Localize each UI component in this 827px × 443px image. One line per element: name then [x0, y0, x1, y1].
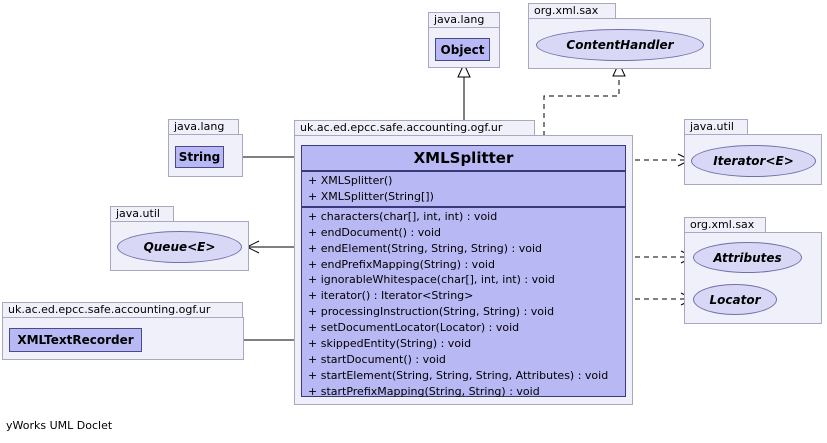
method-row: + processingInstruction(String, String) …	[308, 305, 555, 319]
package-label: org.xml.sax	[690, 218, 755, 231]
package-tab-recorder: uk.ac.ed.epcc.safe.accounting.ogf.ur	[2, 302, 243, 318]
method-row: + endDocument() : void	[308, 225, 441, 239]
package-tab-java-lang-top: java.lang	[428, 12, 500, 28]
package-label: java.lang	[434, 13, 485, 26]
class-name: String	[178, 150, 221, 164]
package-tab-java-util-left: java.util	[110, 206, 174, 222]
package-label: java.util	[690, 120, 734, 133]
constructors-compartment: + XMLSplitter() + XMLSplitter(String[])	[302, 172, 625, 208]
interface-contenthandler[interactable]: ContentHandler	[536, 29, 704, 61]
method-row: + ignorableWhitespace(char[], int, int) …	[308, 273, 555, 287]
methods-compartment: + characters(char[], int, int) : void + …	[302, 208, 625, 400]
constructor-row: + XMLSplitter()	[308, 174, 393, 187]
package-tab-java-lang-left: java.lang	[168, 119, 239, 135]
package-tab-org-xml-sax-right: org.xml.sax	[684, 217, 766, 233]
package-tab-main: uk.ac.ed.epcc.safe.accounting.ogf.ur	[294, 120, 535, 136]
package-label: uk.ac.ed.epcc.safe.accounting.ogf.ur	[8, 303, 211, 316]
interface-attributes[interactable]: Attributes	[693, 242, 802, 273]
interface-queue[interactable]: Queue<E>	[117, 231, 242, 263]
package-label: java.lang	[174, 120, 225, 133]
package-label: java.util	[116, 207, 160, 220]
method-row: + startPrefixMapping(String, String) : v…	[308, 384, 540, 398]
method-row: + startElement(String, String, String, A…	[308, 368, 609, 382]
class-xmlsplitter[interactable]: XMLSplitter + XMLSplitter() + XMLSplitte…	[301, 145, 626, 400]
package-label: uk.ac.ed.epcc.safe.accounting.ogf.ur	[300, 121, 503, 134]
package-tab-java-util-right: java.util	[684, 119, 748, 135]
package-label: org.xml.sax	[534, 4, 599, 17]
class-xmltextrecorder[interactable]: XMLTextRecorder	[9, 328, 142, 352]
class-object[interactable]: Object	[435, 38, 490, 61]
method-row: + skippedEntity(String) : void	[308, 337, 472, 351]
class-name: Object	[440, 42, 485, 57]
method-row: + characters(char[], int, int) : void	[308, 209, 498, 223]
interface-name: Attributes	[713, 250, 782, 265]
interface-name: ContentHandler	[566, 38, 674, 52]
interface-iterator[interactable]: Iterator<E>	[691, 145, 816, 177]
class-title: XMLSplitter	[302, 146, 625, 172]
class-string[interactable]: String	[175, 146, 224, 168]
method-row: + endPrefixMapping(String) : void	[308, 257, 495, 271]
interface-name: Locator	[709, 292, 761, 307]
package-tab-org-xml-sax-top: org.xml.sax	[528, 3, 616, 19]
interface-name: Iterator<E>	[713, 154, 794, 168]
class-name: XMLTextRecorder	[17, 333, 134, 347]
method-row: + setDocumentLocator(Locator) : void	[308, 321, 520, 335]
footer-credit: yWorks UML Doclet	[6, 419, 113, 432]
method-row: + iterator() : Iterator<String>	[308, 289, 474, 303]
interface-name: Queue<E>	[143, 240, 216, 254]
constructor-row: + XMLSplitter(String[])	[308, 189, 434, 203]
interface-locator[interactable]: Locator	[693, 284, 777, 315]
method-row: + endElement(String, String, String) : v…	[308, 241, 543, 255]
method-row: + startDocument() : void	[308, 352, 446, 366]
